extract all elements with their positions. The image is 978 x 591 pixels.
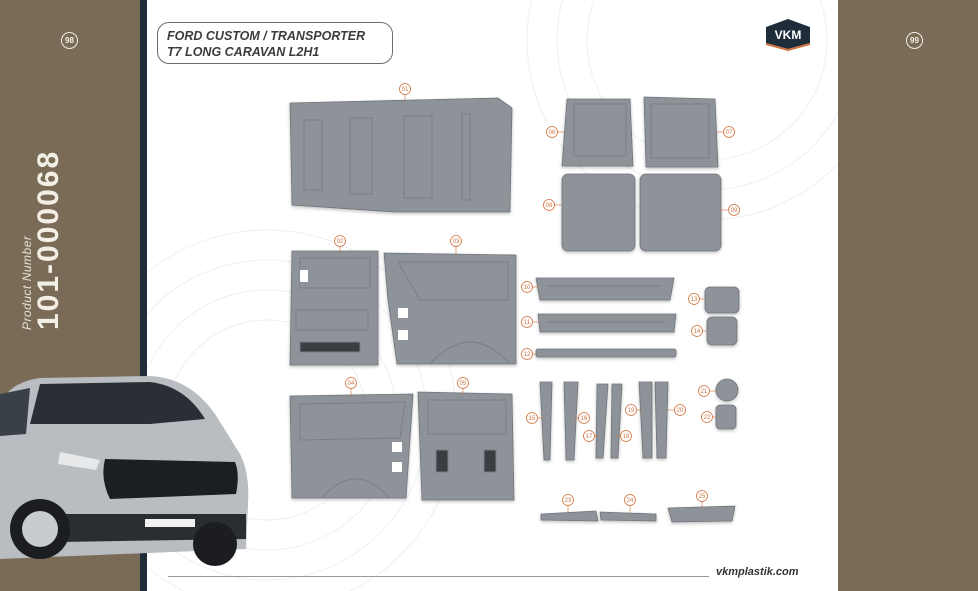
callout-05-label: 05	[460, 381, 467, 387]
callout-24: 24	[624, 494, 636, 506]
callout-01-label: 01	[402, 87, 409, 93]
right-sidebar	[838, 0, 978, 591]
callout-16-label: 16	[581, 416, 588, 422]
divider-bar	[140, 0, 147, 591]
part-20-shape	[654, 381, 669, 459]
callout-14: 14	[691, 325, 703, 337]
callout-25-label: 25	[699, 494, 706, 500]
callout-11: 11	[521, 316, 533, 328]
part-01-shape	[289, 97, 513, 213]
callout-02: 02	[334, 235, 346, 247]
title-line-2: T7 LONG CARAVAN L2H1	[167, 45, 320, 59]
callout-09: 09	[728, 204, 740, 216]
part-09-shape	[639, 173, 722, 252]
callout-18-label: 18	[623, 434, 630, 440]
vkm-logo: VKM	[766, 19, 810, 51]
callout-16: 16	[578, 412, 590, 424]
part-04-shape	[289, 393, 414, 499]
title-box: FORD CUSTOM / TRANSPORTER T7 LONG CARAVA…	[157, 22, 393, 64]
callout-20-label: 20	[677, 408, 684, 414]
callout-13: 13	[688, 293, 700, 305]
part-21-shape	[715, 378, 739, 402]
callout-17: 17	[583, 430, 595, 442]
callout-20: 20	[674, 404, 686, 416]
title-line-1: FORD CUSTOM / TRANSPORTER	[167, 29, 366, 43]
callout-21: 21	[698, 385, 710, 397]
callout-15-label: 15	[529, 416, 536, 422]
callout-02-label: 02	[337, 239, 344, 245]
callout-12-label: 12	[524, 352, 531, 358]
part-14-shape	[706, 316, 738, 346]
callout-11-label: 11	[524, 320, 531, 326]
part-24-shape	[599, 511, 657, 522]
callout-19-label: 19	[628, 408, 635, 414]
page-number-right: 99	[906, 32, 923, 49]
callout-22: 22	[701, 411, 713, 423]
part-15-shape	[539, 381, 553, 461]
part-19-shape	[638, 381, 653, 459]
callout-25: 25	[696, 490, 708, 502]
part-13-shape	[704, 286, 740, 314]
callout-21-label: 21	[701, 389, 708, 395]
callout-10-label: 10	[524, 285, 531, 291]
callout-08-label: 08	[546, 203, 553, 209]
part-11-shape	[537, 313, 677, 333]
callout-06: 06	[546, 126, 558, 138]
callout-03-label: 03	[453, 239, 460, 245]
callout-09-label: 09	[731, 208, 738, 214]
callout-12: 12	[521, 348, 533, 360]
callout-15: 15	[526, 412, 538, 424]
callout-04-label: 04	[348, 381, 355, 387]
callout-17-label: 17	[586, 434, 593, 440]
van-image	[0, 376, 249, 566]
part-05-shape	[417, 391, 515, 501]
callout-08: 08	[543, 199, 555, 211]
part-25-shape	[667, 505, 736, 523]
callout-22-label: 22	[704, 415, 711, 421]
product-number: 101-000068	[32, 149, 65, 330]
website-link[interactable]: vkmplastik.com	[716, 566, 799, 578]
callout-06-label: 06	[549, 130, 556, 136]
parts-diagram: 01 02 03 04 05 06 07 08 09 10 11 12 13 1…	[289, 83, 740, 523]
footer-rule	[168, 576, 709, 577]
callout-03: 03	[450, 235, 462, 247]
part-07-shape	[643, 96, 719, 168]
part-03-shape	[383, 252, 517, 365]
callout-19: 19	[625, 404, 637, 416]
callout-07: 07	[723, 126, 735, 138]
part-18-shape	[610, 383, 623, 459]
callout-05: 05	[457, 377, 469, 389]
part-17-shape	[595, 383, 609, 459]
callout-14-label: 14	[694, 329, 701, 335]
part-22-shape	[715, 404, 737, 430]
product-number-block: Product Number 101-000068	[20, 10, 66, 330]
product-number-label: Product Number	[20, 235, 34, 330]
callout-24-label: 24	[627, 498, 634, 504]
part-23-shape	[540, 510, 599, 522]
callout-01: 01	[399, 83, 411, 95]
callout-07-label: 07	[726, 130, 733, 136]
callout-23: 23	[562, 494, 574, 506]
logo-text: VKM	[775, 28, 802, 42]
part-10-shape	[535, 277, 675, 301]
callout-23-label: 23	[565, 498, 572, 504]
part-06-shape	[561, 98, 634, 167]
callout-18: 18	[620, 430, 632, 442]
callout-13-label: 13	[691, 297, 698, 303]
part-16-shape	[563, 381, 579, 461]
part-02-shape	[289, 250, 379, 366]
part-08-shape	[561, 173, 636, 252]
page-number-left: 98	[61, 32, 78, 49]
part-12-shape	[535, 348, 677, 358]
callout-04: 04	[345, 377, 357, 389]
callout-10: 10	[521, 281, 533, 293]
